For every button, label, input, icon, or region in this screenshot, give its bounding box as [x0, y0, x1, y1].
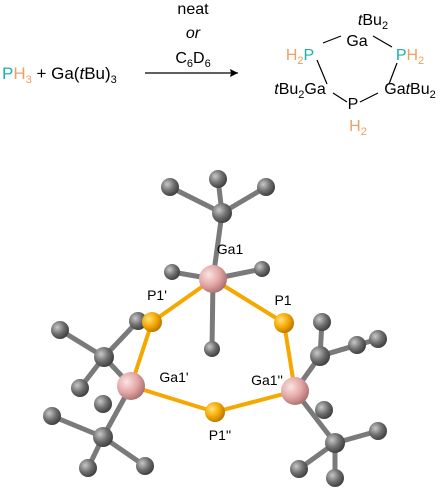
carbon-atom-C5 [325, 433, 345, 453]
condition-neat: neat [177, 1, 209, 18]
reactant1-H: H [13, 64, 25, 83]
label-Ga1-prime: Ga1' [159, 369, 188, 385]
product-right-Ga: GatBu2 [384, 81, 436, 101]
carbon-atom-C3c [313, 313, 331, 331]
phosphorus-atom-PB [205, 402, 225, 422]
reaction-arrow [145, 69, 238, 77]
label-P1: P1 [274, 292, 291, 308]
label-Ga1-double-prime: Ga1'' [251, 372, 283, 388]
phosphorus-atom-PR [274, 313, 294, 333]
product-bottom-P: P [348, 96, 359, 113]
gallium-atom-Ga1 [199, 265, 227, 293]
reactant1-P: P [2, 64, 13, 83]
carbon-atom-C5b [290, 460, 308, 478]
carbon-atom-C2b [71, 379, 89, 397]
carbon-atom-C4 [93, 427, 113, 447]
product-ring-bonds [316, 35, 398, 103]
reactant-phosphine: PH3 + Ga(tBu)3 [2, 64, 117, 86]
carbon-atom-MeD [204, 341, 220, 357]
product-bottom-H2: H2 [349, 118, 367, 138]
carbon-atom-C4b [94, 395, 112, 413]
carbon-atom-C2a [51, 321, 69, 339]
carbon-atom-C4c [79, 459, 97, 477]
reactant2-subscript: 3 [111, 74, 117, 86]
reactant1-subscript: 3 [26, 74, 32, 86]
product-top-tBu2: tBu2 [358, 12, 388, 32]
carbon-atom-C1 [212, 203, 232, 223]
carbon-atom-MeR [254, 261, 270, 277]
label-Ga1: Ga1 [217, 241, 244, 257]
gallium-atom-GaR [281, 377, 309, 405]
carbon-atom-C4d [136, 457, 154, 475]
carbon-atom-C3a [348, 336, 366, 354]
phosphorus-atom-PL [142, 312, 162, 332]
condition-or: or [186, 25, 201, 42]
carbon-atom-C1c [209, 170, 227, 188]
structure-atoms [43, 170, 387, 487]
reactant2-Bu: Bu) [84, 64, 110, 83]
carbon-atom-C1b [257, 178, 275, 196]
carbon-atom-C1a [161, 178, 179, 196]
product-top-Ga: Ga [346, 33, 367, 50]
carbon-atom-C2 [94, 347, 114, 367]
gallium-atom-GaL [117, 372, 145, 400]
reactant2-t: t [79, 64, 85, 83]
carbon-atom-C5a [369, 422, 387, 440]
carbon-atom-C2c [129, 312, 147, 330]
condition-solvent: C6D6 [175, 50, 210, 70]
carbon-atom-C3 [310, 346, 330, 366]
label-P1-prime: P1' [147, 287, 167, 303]
product-left-Ga: tBu2Ga [274, 81, 326, 101]
carbon-atom-MeL [164, 264, 180, 280]
label-P1-double-prime: P1'' [209, 427, 231, 443]
bond-GaL-PB [129, 384, 217, 414]
plus-gallium: + Ga( [32, 64, 80, 83]
carbon-atom-C5d [315, 401, 333, 419]
structure-labels: Ga1 P1' P1 Ga1' Ga1'' P1'' [147, 241, 292, 443]
carbon-atom-C4a [43, 407, 61, 425]
product-right-PH2: PH2 [396, 47, 424, 67]
carbon-atom-C5c [326, 469, 344, 487]
carbon-atom-C3b [369, 330, 387, 348]
product-left-PH2: H2P [286, 47, 314, 67]
